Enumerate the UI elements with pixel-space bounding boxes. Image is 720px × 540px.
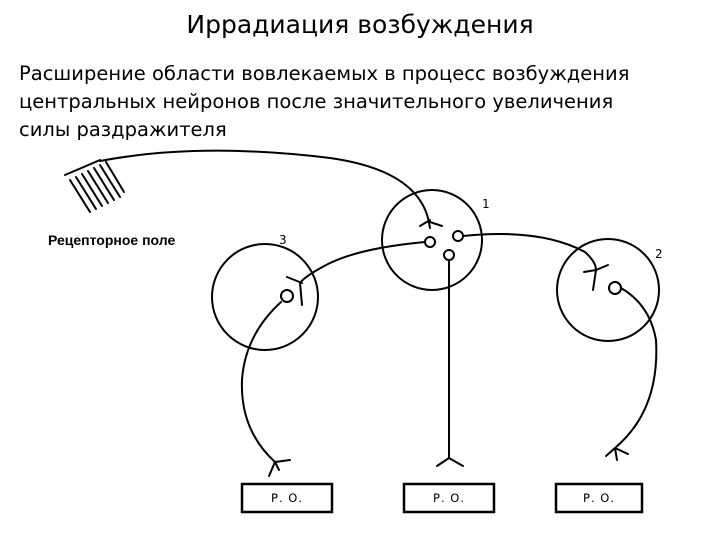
center-1-terminal-branches [419,217,443,229]
effector-box-3 [554,482,644,514]
center-2-terminal-branches [583,264,609,291]
efferent-fiber-right [614,287,658,449]
nerve-center-1 [381,189,483,291]
interneuron-to-center-3 [299,241,426,284]
slide-subtitle: Расширение области вовлекаемых в процесс… [19,60,699,144]
effector-ending-right-icon [605,447,629,461]
effector-ending-middle-icon [436,457,464,467]
afferent-fiber [99,149,429,219]
effector-ending-left-icon [268,459,291,477]
neuron-2-icon [608,281,622,295]
subtitle-line-2: центральных нейронов после значительного… [19,90,614,113]
effector-box-2-label: Р. О. [433,491,465,505]
subtitle-line-3: силы раздражителя [19,118,227,141]
effector-box-1 [240,482,334,514]
neuron-1a-icon [424,236,436,248]
interneuron-to-center-2 [462,233,597,271]
center-1-number: 1 [482,197,490,211]
efferent-fiber-left [240,301,282,463]
receptor-field-icon [64,159,125,213]
effector-box-3-label: Р. О. [583,491,615,505]
slide-title: Иррадиация возбуждения [186,10,534,39]
center-3-terminal-branches [286,276,303,306]
effector-box-2 [402,482,496,514]
effector-box-1-label: Р. О. [271,491,303,505]
neuron-3-icon [280,289,294,303]
neuron-1c-icon [443,249,455,261]
center-2-number: 2 [655,247,663,261]
receptor-field-label: Рецепторное поле [48,232,175,248]
nerve-center-3 [211,243,319,351]
neuron-1b-icon [452,230,464,242]
subtitle-line-1: Расширение области вовлекаемых в процесс… [19,62,630,85]
nerve-center-2 [556,238,660,342]
center-3-number: 3 [279,233,287,247]
